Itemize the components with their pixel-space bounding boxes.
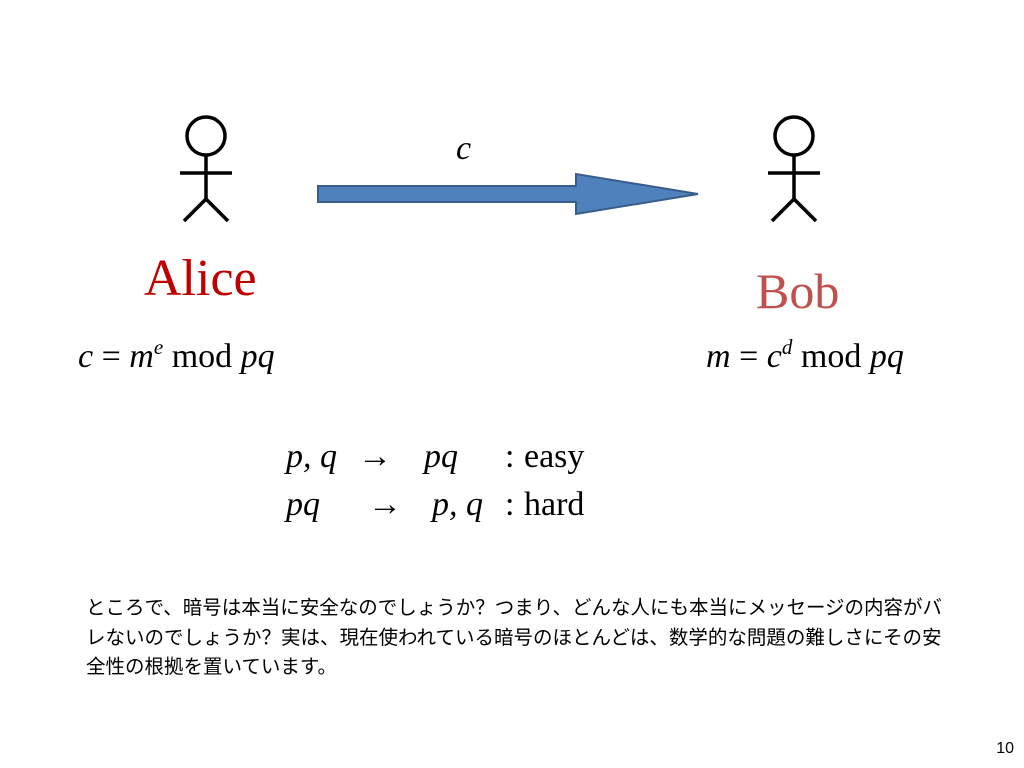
complexity-difficulty: easy [524, 438, 585, 475]
complexity-from: p, q [286, 438, 337, 475]
formula-equals: = [730, 338, 767, 375]
decryption-formula: m = cd mod pq [706, 334, 904, 376]
alice-stick-figure-icon [180, 115, 232, 223]
formula-base: c [766, 338, 782, 375]
formula-modulus: pq [869, 338, 904, 375]
formula-exponent: e [153, 334, 164, 359]
complexity-arrow: → [358, 438, 392, 475]
bob-stick-figure-icon [768, 115, 820, 223]
complexity-separator: : [505, 438, 515, 475]
alice-label: Alice [144, 250, 257, 307]
formula-lhs: c [78, 338, 94, 375]
complexity-from: pq [286, 486, 320, 523]
formula-base: m [129, 338, 154, 375]
arrow-shape [317, 172, 699, 216]
formula-equals: = [93, 338, 130, 375]
complexity-separator: : [505, 486, 515, 523]
slide-note: ところで、暗号は本当に安全なのでしょうか？つまり、どんな人にも本当にメッセージの… [86, 597, 943, 678]
complexity-to: pq [424, 438, 458, 475]
page-number: 10 [996, 740, 1014, 757]
complexity-arrow: → [368, 486, 402, 523]
complexity-difficulty: hard [524, 486, 585, 523]
message-arrow-icon [317, 172, 699, 216]
formula-modulus: pq [240, 338, 275, 375]
message-label: c [456, 130, 472, 167]
encryption-formula: c = me mod pq [78, 334, 275, 376]
formula-exponent: d [781, 334, 793, 359]
formula-operator: mod [163, 338, 241, 375]
bob-label: Bob [756, 263, 840, 319]
complexity-to: p, q [432, 486, 483, 523]
formula-operator: mod [792, 338, 870, 375]
formula-lhs: m [706, 338, 731, 375]
